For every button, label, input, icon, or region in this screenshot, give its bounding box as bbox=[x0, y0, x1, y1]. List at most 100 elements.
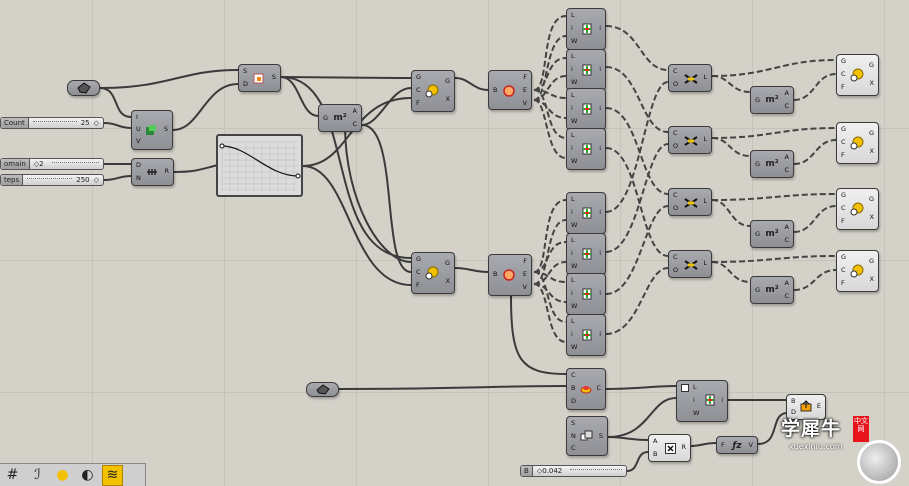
port-l[interactable]: L bbox=[571, 52, 575, 60]
port-g[interactable]: G bbox=[755, 160, 761, 168]
graph-mapper-plot[interactable] bbox=[218, 136, 301, 195]
port-c[interactable]: C bbox=[673, 67, 678, 75]
b-slider[interactable]: B ◇ 0.042 bbox=[520, 465, 627, 477]
port-f[interactable]: F bbox=[841, 217, 845, 225]
port-g[interactable]: G bbox=[416, 255, 422, 263]
port-g[interactable]: G bbox=[323, 114, 329, 122]
port-c[interactable]: C bbox=[784, 292, 789, 300]
port-d[interactable]: D bbox=[791, 408, 797, 416]
port-o[interactable]: O bbox=[673, 80, 679, 88]
port-v[interactable]: V bbox=[748, 441, 753, 449]
slider-track[interactable] bbox=[27, 177, 73, 183]
port-a[interactable]: A bbox=[784, 223, 789, 231]
series-node[interactable]: S N C S bbox=[566, 416, 608, 456]
slider-track[interactable] bbox=[51, 161, 99, 167]
port-c[interactable]: C bbox=[352, 120, 357, 128]
geometry-param-node[interactable] bbox=[67, 80, 100, 96]
port-w[interactable]: W bbox=[693, 409, 700, 417]
port-w[interactable]: W bbox=[571, 221, 578, 229]
port-l[interactable]: L bbox=[571, 91, 575, 99]
range-node[interactable]: D N R bbox=[131, 158, 174, 186]
port-b[interactable]: B bbox=[571, 384, 576, 392]
port-s-out[interactable]: S bbox=[271, 73, 276, 81]
curve-icon[interactable]: ℐ bbox=[34, 467, 41, 483]
port-i-out[interactable]: i bbox=[599, 208, 601, 216]
extrude-node[interactable]: B D E bbox=[786, 394, 826, 420]
list-item-node-bottom[interactable]: L i W i bbox=[676, 380, 728, 422]
port-n[interactable]: N bbox=[571, 432, 576, 440]
port-l[interactable]: L bbox=[571, 131, 575, 139]
count-slider[interactable]: Count 25 ◇ bbox=[0, 117, 104, 129]
slider-track[interactable] bbox=[570, 468, 622, 474]
port-f[interactable]: F bbox=[841, 151, 845, 159]
port-x[interactable]: X bbox=[869, 213, 874, 221]
port-i-out[interactable]: i bbox=[599, 289, 601, 297]
port-i-out[interactable]: i bbox=[599, 249, 601, 257]
port-w[interactable]: W bbox=[571, 117, 578, 125]
port-l[interactable]: L bbox=[571, 317, 575, 325]
zigzag-icon[interactable]: ≋ bbox=[102, 464, 123, 486]
port-i-out[interactable]: i bbox=[599, 24, 601, 32]
port-b[interactable]: B bbox=[493, 270, 498, 278]
port-b[interactable]: B bbox=[791, 397, 796, 405]
port-f[interactable]: F bbox=[416, 281, 420, 289]
navigation-wheel[interactable] bbox=[857, 440, 901, 484]
graph-mapper[interactable] bbox=[216, 134, 303, 197]
brep-edges-node-top[interactable]: B F E V bbox=[488, 70, 532, 110]
port-g[interactable]: G bbox=[841, 191, 847, 199]
port-i[interactable]: i bbox=[571, 330, 573, 338]
geometry-param-node-bottom[interactable] bbox=[306, 382, 339, 397]
port-i-out[interactable]: i bbox=[599, 104, 601, 112]
port-l[interactable]: L bbox=[703, 197, 707, 205]
port-g-out[interactable]: G bbox=[868, 129, 874, 137]
port-i-out[interactable]: i bbox=[599, 144, 601, 152]
port-i-out[interactable]: i bbox=[599, 330, 601, 338]
port-s[interactable]: S bbox=[163, 125, 168, 133]
port-l[interactable]: L bbox=[571, 276, 575, 284]
port-s[interactable]: S bbox=[243, 67, 248, 75]
port-r[interactable]: R bbox=[681, 443, 686, 451]
evaluate-node[interactable]: F V ƒz bbox=[716, 436, 758, 454]
port-e[interactable]: E bbox=[522, 86, 527, 94]
port-g[interactable]: G bbox=[841, 125, 847, 133]
port-a[interactable]: A bbox=[653, 437, 658, 445]
port-c[interactable]: C bbox=[571, 444, 576, 452]
port-l[interactable]: L bbox=[571, 236, 575, 244]
port-x[interactable]: X bbox=[869, 275, 874, 283]
port-v[interactable]: V bbox=[522, 99, 527, 107]
brep-edges-node-bottom[interactable]: B F E V bbox=[488, 254, 532, 296]
slider-track[interactable] bbox=[32, 120, 77, 126]
port-w[interactable]: W bbox=[571, 302, 578, 310]
port-f[interactable]: F bbox=[523, 73, 527, 81]
port-w[interactable]: W bbox=[571, 262, 578, 270]
port-x[interactable]: X bbox=[869, 79, 874, 87]
port-i[interactable]: i bbox=[571, 144, 573, 152]
port-l[interactable]: L bbox=[703, 73, 707, 81]
port-s-out[interactable]: S bbox=[598, 432, 603, 440]
port-e[interactable]: E bbox=[816, 402, 821, 410]
port-i[interactable]: i bbox=[693, 396, 695, 404]
port-a[interactable]: A bbox=[784, 89, 789, 97]
port-o[interactable]: O bbox=[673, 266, 679, 274]
port-x[interactable]: X bbox=[445, 95, 450, 103]
port-n[interactable]: N bbox=[136, 174, 141, 182]
port-f[interactable]: F bbox=[721, 441, 725, 449]
steps-slider[interactable]: teps 250 ◇ bbox=[0, 174, 104, 186]
port-w[interactable]: W bbox=[571, 78, 578, 86]
port-l[interactable]: L bbox=[703, 135, 707, 143]
port-g-out[interactable]: G bbox=[868, 257, 874, 265]
divide-node[interactable]: I U V S bbox=[131, 110, 173, 150]
port-b[interactable]: B bbox=[653, 450, 658, 458]
port-c[interactable]: C bbox=[784, 102, 789, 110]
port-l[interactable]: L bbox=[693, 383, 697, 391]
